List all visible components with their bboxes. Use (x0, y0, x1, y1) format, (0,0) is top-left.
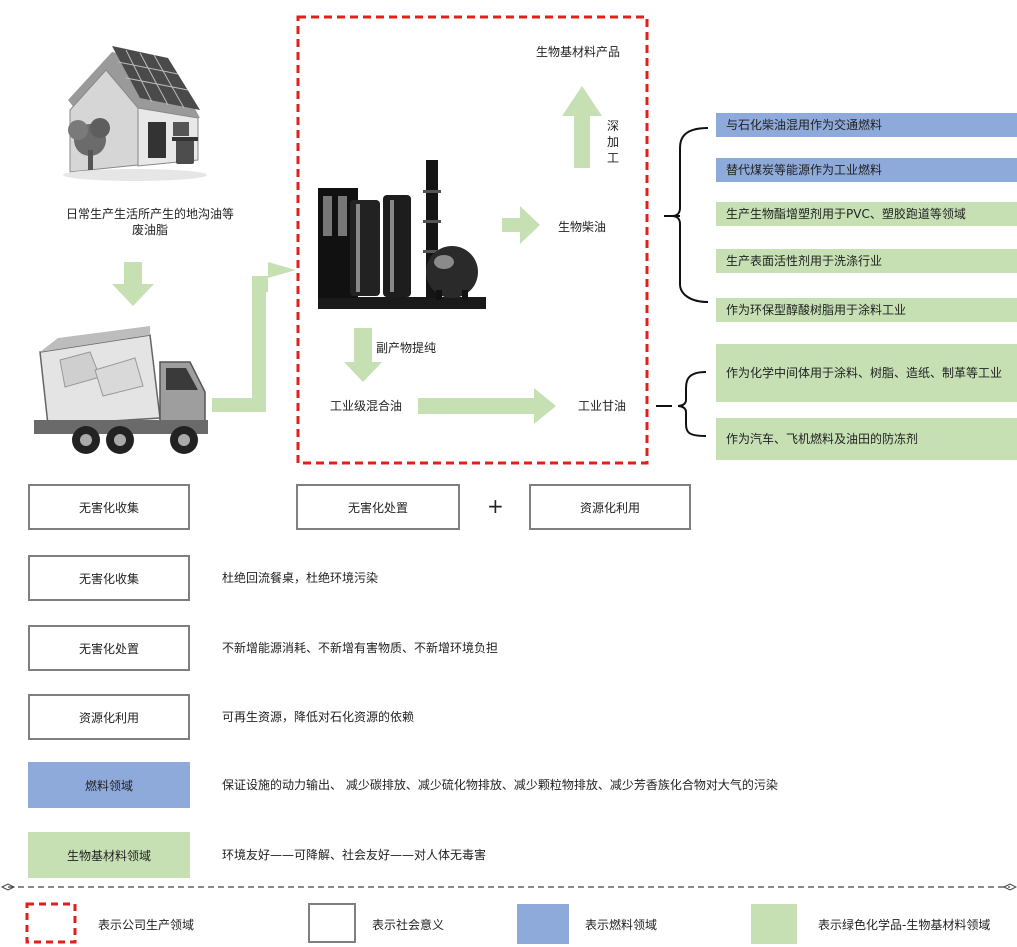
meaning-label-2: 无害化处置 (28, 625, 190, 671)
glycerin-use-1: 作为化学中间体用于涂料、树脂、造纸、制革等工业 (716, 344, 1017, 402)
meaning-desc-2: 不新增能源消耗、不新增有害物质、不新增环境负担 (222, 641, 499, 655)
diesel-use-1: 与石化柴油混用作为交通燃料 (716, 113, 1017, 137)
deep-process-char-3: 工 (606, 151, 619, 165)
summary-resource-box: 资源化利用 (529, 484, 691, 530)
glycerin-use-2: 作为汽车、飞机燃料及油田的防冻剂 (716, 418, 1017, 460)
product-top-label: 生物基材料产品 (536, 45, 621, 59)
legend-swatch-bio (751, 904, 797, 944)
meaning-desc-5: 环境友好——可降解、社会友好——对人体无毒害 (222, 848, 487, 862)
meaning-desc-4: 保证设施的动力输出、 减少碳排放、减少硫化物排放、减少颗粒物排放、减少芳香族化合… (222, 778, 778, 792)
mixed-oil-label: 工业级混合油 (330, 399, 403, 413)
diesel-use-2: 替代煤炭等能源作为工业燃料 (716, 158, 1017, 182)
legend-swatch-social (308, 903, 356, 943)
legend-swatch-company (25, 902, 77, 944)
meaning-label-3: 资源化利用 (28, 694, 190, 740)
legend-bio-text: 表示绿色化学品-生物基材料领域 (818, 918, 991, 932)
meaning-label-5: 生物基材料领域 (28, 832, 190, 878)
arrow-deep-process (562, 86, 602, 168)
glycerin-label: 工业甘油 (578, 399, 627, 413)
refinery-icon (318, 160, 486, 309)
meaning-desc-1: 杜绝回流餐桌，杜绝环境污染 (222, 571, 379, 585)
arrow-truck-to-refinery (212, 262, 296, 412)
source-label: 日常生产生活所产生的地沟油等 废油脂 (30, 206, 270, 238)
byproduct-label: 副产物提纯 (376, 341, 437, 355)
company-area-frame (296, 15, 649, 465)
arrow-byproduct-down (344, 328, 382, 382)
summary-plus: + (487, 494, 504, 518)
arrow-source-to-truck (112, 262, 154, 306)
separator-end-left (0, 883, 16, 891)
arrow-mixed-to-glycerin (418, 388, 556, 424)
legend-swatch-fuel (517, 904, 569, 944)
summary-dispose-box: 无害化处置 (296, 484, 460, 530)
bracket-glycerin-uses (656, 371, 707, 437)
legend-company-text: 表示公司生产领域 (98, 918, 195, 932)
summary-collect-box: 无害化收集 (28, 484, 190, 530)
legend-social-text: 表示社会意义 (372, 918, 445, 932)
legend-fuel-text: 表示燃料领域 (585, 918, 658, 932)
meaning-label-1: 无害化收集 (28, 555, 190, 601)
source-label-line1: 日常生产生活所产生的地沟油等 (65, 207, 234, 221)
bracket-biodiesel-uses (664, 127, 709, 303)
meaning-desc-3: 可再生资源，降低对石化资源的依赖 (222, 710, 415, 724)
deep-process-char-1: 深 (606, 119, 619, 133)
diesel-use-5: 作为环保型醇酸树脂用于涂料工业 (716, 298, 1017, 322)
source-label-line2: 废油脂 (131, 223, 168, 237)
biodiesel-label: 生物柴油 (558, 220, 607, 234)
meaning-label-4: 燃料领域 (28, 762, 190, 808)
diesel-use-3: 生产生物酯增塑剂用于PVC、塑胶跑道等领域 (716, 202, 1017, 226)
separator-end-right (1002, 883, 1017, 891)
house-solar-icon (63, 46, 207, 181)
diesel-use-4: 生产表面活性剂用于洗涤行业 (716, 249, 1017, 273)
deep-process-label: 深 加 工 (606, 118, 620, 166)
arrow-refinery-to-biodiesel (502, 206, 540, 244)
garbage-truck-icon (34, 326, 208, 454)
deep-process-char-2: 加 (606, 135, 619, 149)
